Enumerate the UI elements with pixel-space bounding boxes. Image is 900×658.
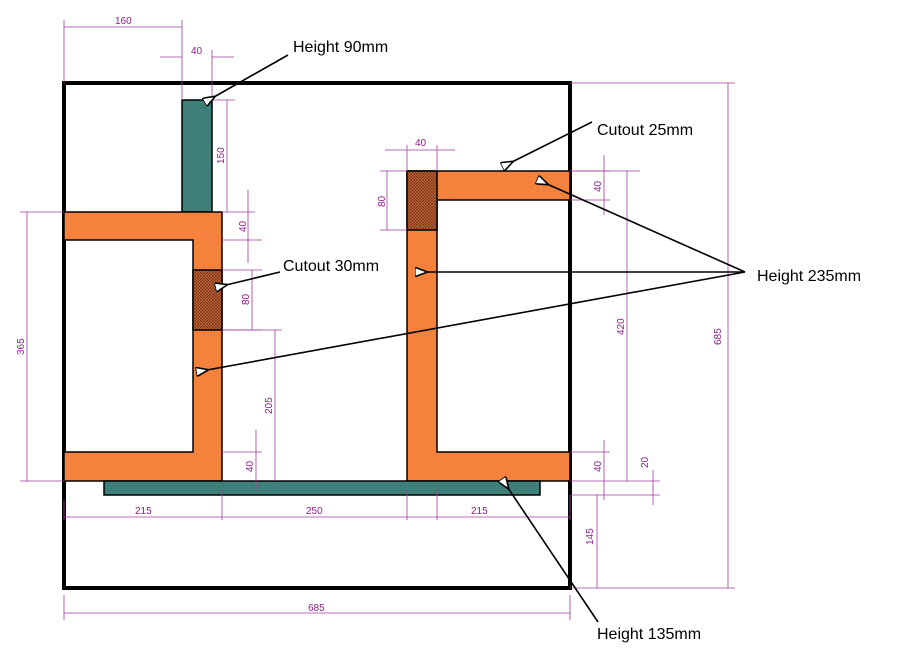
top-post [181, 99, 213, 213]
dim-label: 40 [593, 460, 604, 472]
bottom-strip [103, 480, 541, 496]
left-cutout [192, 269, 223, 331]
callout-cutout-25: Cutout 25mm [597, 122, 693, 139]
dim-label: 160 [115, 16, 132, 27]
dim-label: 420 [616, 318, 627, 335]
callout-cutout-30: Cutout 30mm [283, 258, 379, 275]
dim-label: 215 [471, 506, 488, 517]
dim-label: 20 [640, 456, 651, 468]
left-panel [63, 211, 223, 482]
dim-label: 215 [135, 506, 152, 517]
left-frame [63, 99, 223, 482]
dim-label: 685 [308, 603, 325, 614]
dim-label: 205 [264, 397, 275, 414]
callout-height-135: Height 135mm [597, 626, 701, 643]
dim-label: 80 [241, 293, 252, 305]
right-frame [406, 170, 571, 482]
right-cutout [406, 170, 438, 231]
dim-label: 145 [585, 528, 596, 545]
dim-label: 80 [377, 195, 388, 207]
dim-label: 40 [238, 220, 249, 232]
dim-label: 685 [713, 328, 724, 345]
dim-label: 40 [593, 180, 604, 192]
dim-label: 40 [245, 460, 256, 472]
dim-label: 40 [415, 138, 427, 149]
dimension-lines [20, 20, 735, 620]
callout-height-90: Height 90mm [293, 39, 388, 56]
dim-label: 40 [191, 46, 203, 57]
dim-label: 365 [16, 338, 27, 355]
callout-leaders [207, 54, 746, 623]
callout-height-235: Height 235mm [757, 268, 861, 285]
outer-boundary [62, 81, 572, 590]
dim-label: 250 [306, 506, 323, 517]
dim-label: 150 [216, 147, 227, 164]
